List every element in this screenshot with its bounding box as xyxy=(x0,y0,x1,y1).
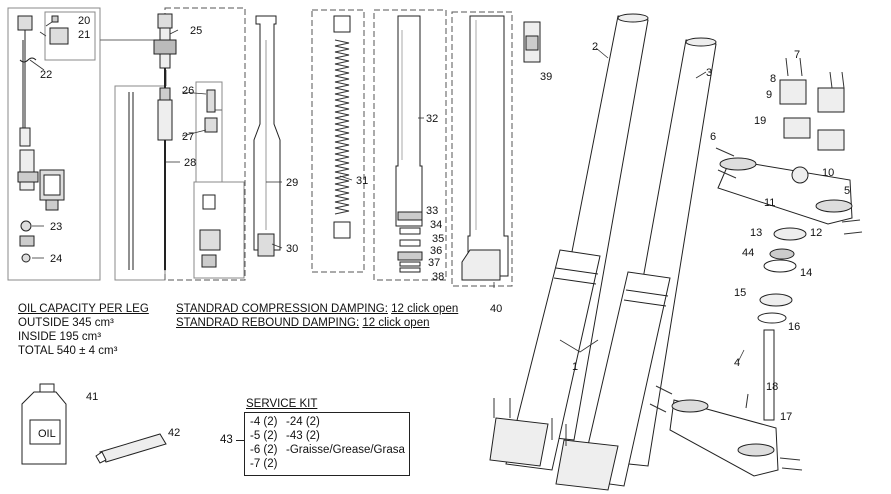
service-kit-right-1: -43 (2) xyxy=(286,430,320,442)
callout-29: 29 xyxy=(286,177,298,189)
oil-bottle xyxy=(21,383,67,465)
callout-44: 44 xyxy=(742,247,754,259)
grease-tube xyxy=(95,433,167,464)
callout-24: 24 xyxy=(50,253,62,265)
service-kit-title-text: SERVICE KIT xyxy=(246,398,318,410)
spring-group-box xyxy=(311,9,365,273)
callout-40: 40 xyxy=(490,303,502,315)
callout-22: 22 xyxy=(40,69,52,81)
rebound-value: 12 click open xyxy=(362,317,430,329)
part-17-bottom-clamp xyxy=(669,399,779,477)
rebound-label: STANDRAD REBOUND DAMPING: xyxy=(176,317,360,329)
compression-value: 12 click open xyxy=(391,303,459,315)
compression-damping-note: STANDRAD COMPRESSION DAMPING: 12 click o… xyxy=(176,302,458,316)
callout-36: 36 xyxy=(430,245,442,257)
part-31-spring xyxy=(334,39,350,215)
callout-26: 26 xyxy=(182,85,194,97)
callout-18: 18 xyxy=(766,381,778,393)
callout-33: 33 xyxy=(426,205,438,217)
piston-detail-panel xyxy=(193,181,245,279)
part-40-outer-tube xyxy=(467,15,509,277)
callout-9: 9 xyxy=(766,89,772,101)
callout-1: 1 xyxy=(572,361,578,373)
callout-10: 10 xyxy=(822,167,834,179)
callout-37: 37 xyxy=(428,257,440,269)
callout-39: 39 xyxy=(540,71,552,83)
inner-tube-group-box xyxy=(373,9,447,281)
service-kit-right-0: -24 (2) xyxy=(286,416,320,428)
service-kit-ref: 43 xyxy=(220,434,233,446)
cartridge-panel xyxy=(7,7,101,281)
callout-42: 42 xyxy=(168,427,180,439)
callout-35: 35 xyxy=(432,233,444,245)
outer-tube-group-box xyxy=(451,11,513,287)
part-22-cap xyxy=(17,15,33,31)
callout-19: 19 xyxy=(754,115,766,127)
callout-2: 2 xyxy=(592,41,598,53)
callout-30: 30 xyxy=(286,243,298,255)
service-kit-left-2: -6 (2) xyxy=(250,444,278,456)
callout-23: 23 xyxy=(50,221,62,233)
callout-3: 3 xyxy=(706,67,712,79)
callout-4: 4 xyxy=(734,357,740,369)
part-32-inner-tube xyxy=(395,15,423,227)
callout-17: 17 xyxy=(780,411,792,423)
oil-total: TOTAL 540 ± 4 cm³ xyxy=(18,345,118,357)
oil-heading-text: OIL CAPACITY PER LEG xyxy=(18,303,149,315)
callout-25: 25 xyxy=(190,25,202,37)
compression-label: STANDRAD COMPRESSION DAMPING: xyxy=(176,303,388,315)
oil-capacity-heading: OIL CAPACITY PER LEG xyxy=(18,302,149,316)
callout-6: 6 xyxy=(710,131,716,143)
oil-inside: INSIDE 195 cm³ xyxy=(18,331,102,343)
callout-32: 32 xyxy=(426,113,438,125)
callout-41: 41 xyxy=(86,391,98,403)
callout-16: 16 xyxy=(788,321,800,333)
callout-21: 21 xyxy=(78,29,90,41)
callout-12: 12 xyxy=(810,227,822,239)
callout-38: 38 xyxy=(432,271,444,283)
service-kit-leader xyxy=(236,440,244,441)
oil-outside: OUTSIDE 345 cm³ xyxy=(18,317,114,329)
callout-numbers: 1234567891011121314151617181920212223242… xyxy=(40,15,850,439)
service-kit-left-0: -4 (2) xyxy=(250,416,278,428)
part-4-steering-stem xyxy=(763,329,775,421)
callout-20: 20 xyxy=(78,15,90,27)
part-29-damper xyxy=(253,15,281,251)
callout-5: 5 xyxy=(844,185,850,197)
callout-8: 8 xyxy=(770,73,776,85)
callout-15: 15 xyxy=(734,287,746,299)
cap-detail-panel xyxy=(44,11,96,61)
service-kit-box xyxy=(244,412,410,476)
callout-11: 11 xyxy=(764,197,775,209)
service-kit-title: SERVICE KIT xyxy=(246,398,317,412)
rebound-damping-note: STANDRAD REBOUND DAMPING: 12 click open xyxy=(176,316,430,330)
callout-27: 27 xyxy=(182,131,194,143)
oil-bottle-label: OIL xyxy=(38,428,56,440)
callout-7: 7 xyxy=(794,49,800,61)
service-kit-left-1: -5 (2) xyxy=(250,430,278,442)
callout-28: 28 xyxy=(184,157,196,169)
callout-34: 34 xyxy=(430,219,442,231)
callout-14: 14 xyxy=(800,267,812,279)
service-kit-right-2: -Graisse/Grease/Grasa xyxy=(286,444,405,456)
callout-31: 31 xyxy=(356,175,368,187)
callout-13: 13 xyxy=(750,227,762,239)
service-kit-left-3: -7 (2) xyxy=(250,458,278,470)
